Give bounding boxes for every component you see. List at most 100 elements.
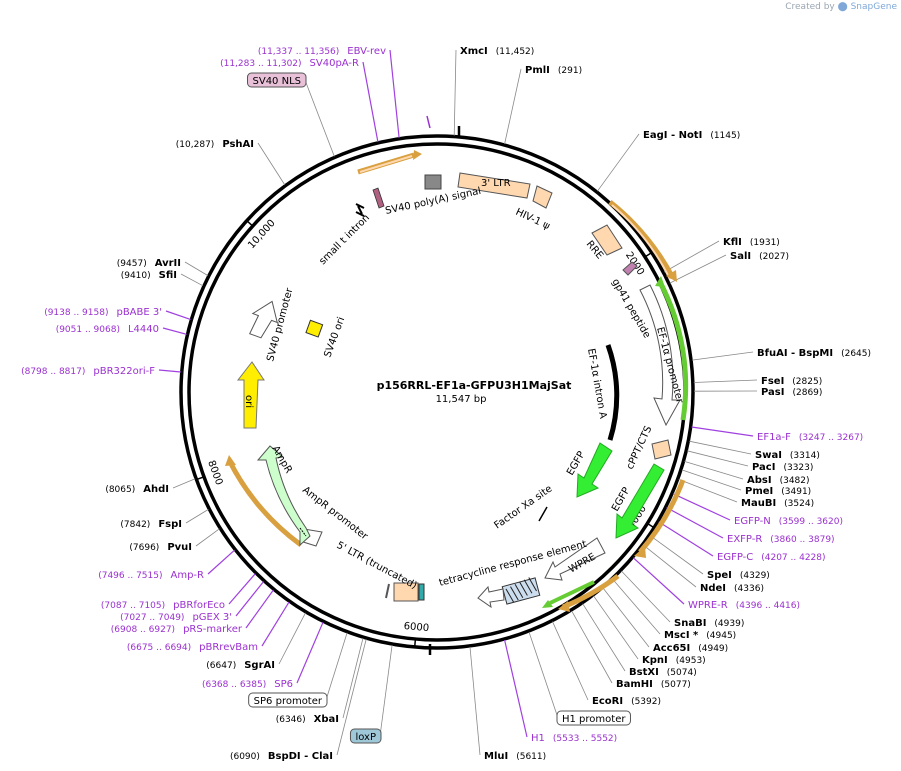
site-position: (7087 .. 7105) (101, 601, 165, 611)
leader-line (687, 450, 749, 467)
backbone-inner-ring (187, 142, 687, 642)
site-position: (5074) (667, 668, 697, 678)
site-label-pasi: PasI(2869) (761, 387, 822, 398)
leader-line (691, 426, 754, 437)
site-position: (4336) (734, 584, 764, 594)
site-position: (2825) (792, 377, 822, 387)
site-name: BspDI - ClaI (268, 751, 333, 762)
site-label-h1-promoter: H1 promoter (556, 710, 631, 726)
site-label-l4440: L4440(9051 .. 9068) (56, 324, 159, 335)
site-label-sp6-promoter: SP6 promoter (248, 692, 328, 708)
leader-line (158, 369, 181, 373)
leader-line (669, 254, 727, 284)
site-label-exfp-r: EXFP-R(3860 .. 3879) (727, 534, 835, 545)
snapgene-logo-icon: ⬤ (837, 2, 848, 12)
egfp-outer-feature (615, 463, 665, 539)
site-name: MscI * (664, 630, 699, 641)
site-position: (5392) (631, 697, 661, 707)
ltr3-feature (457, 172, 531, 199)
site-name: SP6 (274, 679, 293, 690)
site-name: pGEX 3' (192, 612, 232, 623)
leader-line (162, 327, 187, 335)
site-label-amp-r: Amp-R(7496 .. 7515) (98, 570, 204, 581)
site-position: (8065) (105, 485, 135, 495)
leader-line (678, 479, 738, 503)
site-name: H1 promoter (562, 714, 626, 725)
site-name: WPRE-R (688, 600, 728, 611)
site-position: (3482) (780, 476, 810, 486)
site-position: (3599 .. 3620) (779, 517, 843, 527)
site-label-sfii: SfiI(9410) (121, 270, 177, 281)
wpre-feature (544, 537, 606, 581)
site-label-snabi: SnaBI(4939) (674, 618, 744, 629)
arrow-head (413, 150, 422, 160)
site-name: Amp-R (171, 570, 205, 581)
site-label-pmei: PmeI(3491) (745, 486, 811, 497)
site-label-bspdi-clai: BspDI - ClaI (6090) (230, 751, 333, 762)
tick-mark (196, 476, 205, 481)
site-name: EagI - NotI (643, 130, 702, 141)
arc-right-top (608, 200, 676, 280)
site-label-sgrai: SgrAI(6647) (206, 660, 275, 671)
feature-layer (225, 115, 689, 612)
site-name: XbaI (314, 714, 339, 725)
site-label-egfp-c: EGFP-C(4207 .. 4228) (717, 552, 826, 563)
leader-line (582, 603, 626, 672)
site-name: PmlI (525, 65, 550, 76)
site-name: EF1a-F (757, 432, 791, 443)
site-position: (4953) (676, 656, 706, 666)
site-position: (6090) (230, 752, 260, 762)
site-position: (3247 .. 3267) (799, 433, 863, 443)
tick-label: 6000 (403, 621, 429, 634)
arc-top-left-inner (359, 155, 413, 173)
site-label-bamhi: BamHI(5077) (616, 679, 691, 690)
site-label-msci-: MscI *(4945) (664, 630, 736, 641)
site-position: (3491) (781, 487, 811, 497)
leader-line (689, 440, 752, 455)
arc-left-ampr (226, 458, 303, 548)
feature-label: cPPT/CTS (625, 424, 655, 471)
leader-line (612, 579, 661, 635)
site-name: SV40pA-R (310, 58, 359, 69)
leader-line (278, 612, 306, 665)
label-box (247, 72, 307, 88)
site-label-avrii: AvrII(9457) (117, 258, 181, 269)
site-label-paci: PacI(3323) (752, 462, 813, 473)
site-label-kfli: KflI(1931) (723, 237, 780, 248)
site-position: (5077) (661, 680, 691, 690)
leader-line (245, 589, 274, 629)
tre-promoter-arrow (477, 585, 505, 609)
site-name: EGFP-C (717, 552, 753, 563)
site-name: loxP (355, 732, 376, 743)
leader-line (184, 261, 209, 276)
ef1a-promoter-feature (639, 284, 681, 427)
green-span-wpre (549, 580, 595, 605)
site-label-sp6: SP6(6368 .. 6385) (202, 679, 293, 690)
site-label-fspi: FspI(7842) (120, 519, 182, 530)
feature-label: small t intron (317, 212, 372, 267)
site-name: SpeI (707, 570, 732, 581)
site-position: (3524) (784, 499, 814, 509)
leader-line (672, 493, 731, 521)
egfp-inner-feature (576, 442, 613, 498)
feature-label: SV40 promoter (265, 286, 295, 363)
site-label-acc65i: Acc65I(4949) (653, 643, 728, 654)
site-position: (9051 .. 9068) (56, 325, 120, 335)
feature-label: Factor Xa site (492, 483, 554, 531)
site-name: MauBI (741, 498, 776, 509)
leader-line (602, 587, 650, 648)
leader-line (325, 632, 348, 701)
snapgene-credit: Created by ⬤ SnapGene (785, 2, 897, 12)
site-name: AvrII (155, 258, 181, 269)
site-position: (11,452) (496, 47, 535, 57)
arc-right-top-inner (611, 204, 671, 280)
site-name: pRS-marker (183, 624, 243, 635)
site-label-bfuai-bspmi: BfuAI - BspMI(2645) (757, 348, 871, 359)
site-position: (6675 .. 6694) (127, 643, 191, 653)
leader-line (172, 478, 196, 489)
site-position: (3314) (790, 451, 820, 461)
site-name: SwaI (755, 450, 782, 461)
arrow-head (655, 276, 665, 287)
rre-feature (591, 224, 623, 256)
